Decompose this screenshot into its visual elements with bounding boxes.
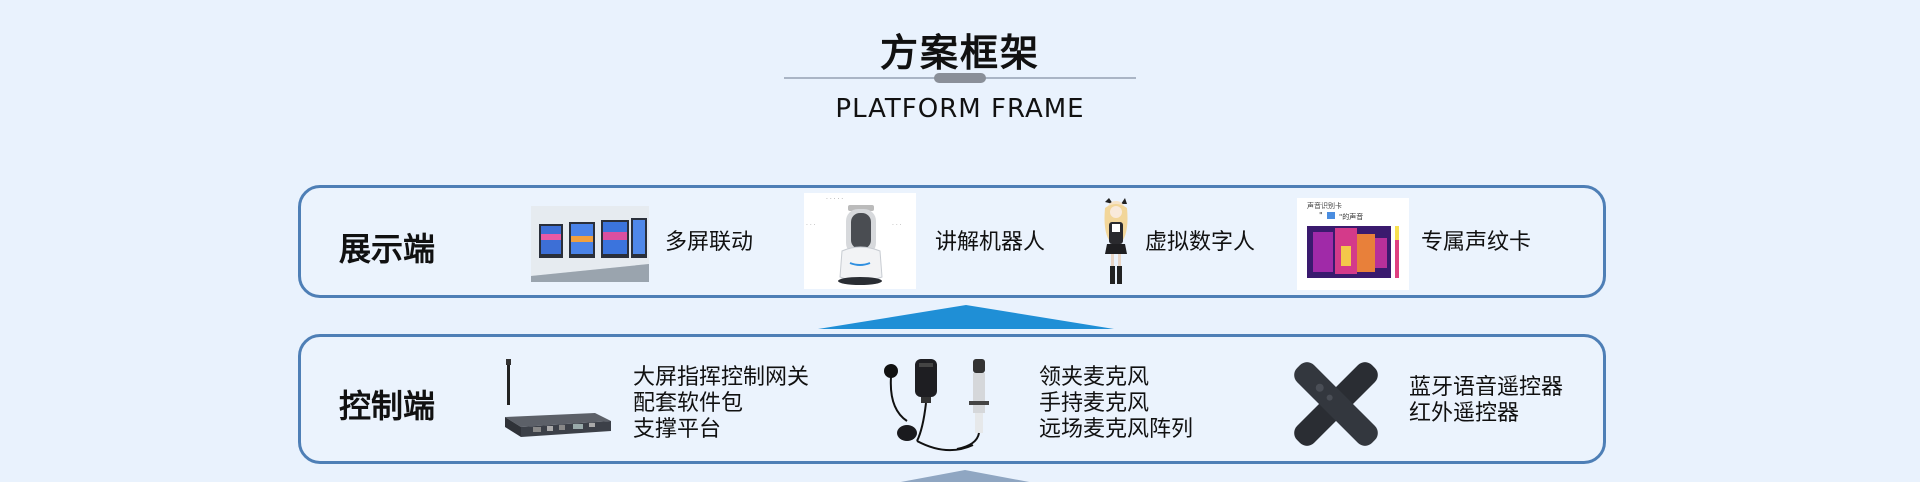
svg-text:"的声音: "的声音 <box>1339 212 1363 221</box>
control-item-line: 领夹麦克风 <box>1039 365 1150 390</box>
control-item-line: 大屏指挥控制网关 <box>633 365 810 390</box>
control-row-label: 控制端 <box>339 387 436 425</box>
control-item-text: 大屏指挥控制网关 配套软件包 支撑平台 <box>633 365 809 443</box>
remote-controls-image <box>1294 362 1378 446</box>
gateway-device-image <box>505 359 611 437</box>
display-item-label: 多屏联动 <box>665 230 754 255</box>
display-item-label: 讲解机器人 <box>935 230 1046 255</box>
flow-arrow-up <box>818 305 1114 329</box>
svg-text:声音识别卡: 声音识别卡 <box>1307 201 1342 210</box>
title-divider-pill <box>934 73 986 83</box>
control-item-line: 红外遥控器 <box>1409 401 1520 426</box>
display-panel: 展示端 多屏联动 · · · · · · · · · · · <box>298 185 1606 298</box>
page-subtitle: PLATFORM FRAME <box>835 94 1085 124</box>
control-item-line: 远场麦克风阵列 <box>1039 417 1194 442</box>
control-item-line: 支撑平台 <box>633 417 722 442</box>
svg-text:": " <box>1319 211 1323 220</box>
control-item-line: 手持麦克风 <box>1039 391 1150 416</box>
control-item-text: 蓝牙语音遥控器 红外遥控器 <box>1409 375 1563 427</box>
microphones-image <box>884 359 989 452</box>
control-item-line: 配套软件包 <box>633 391 744 416</box>
flow-arrow-bottom <box>900 470 1030 482</box>
display-item-label: 虚拟数字人 <box>1145 230 1256 255</box>
video-wall-image <box>531 206 649 282</box>
control-item-text: 领夹麦克风 手持麦克风 远场麦克风阵列 <box>1039 365 1193 443</box>
display-row-label: 展示端 <box>339 230 436 268</box>
svg-text:· · ·: · · · <box>806 222 816 229</box>
svg-text:· · · · ·: · · · · · <box>826 196 843 203</box>
robot-image: · · · · · · · · · · · <box>804 193 916 289</box>
control-panel: 控制端 大屏指挥控制网关 配套软件包 支撑平台 领夹麦克风 手持麦克风 <box>298 334 1606 464</box>
voiceprint-card-image: 声音识别卡 " "的声音 <box>1297 198 1409 290</box>
control-item-line: 蓝牙语音遥控器 <box>1409 375 1564 400</box>
virtual-avatar-image <box>1104 198 1128 284</box>
display-item-label: 专属声纹卡 <box>1421 230 1532 255</box>
page-title: 方案框架 <box>879 31 1040 75</box>
svg-text:· · ·: · · · <box>892 222 902 229</box>
